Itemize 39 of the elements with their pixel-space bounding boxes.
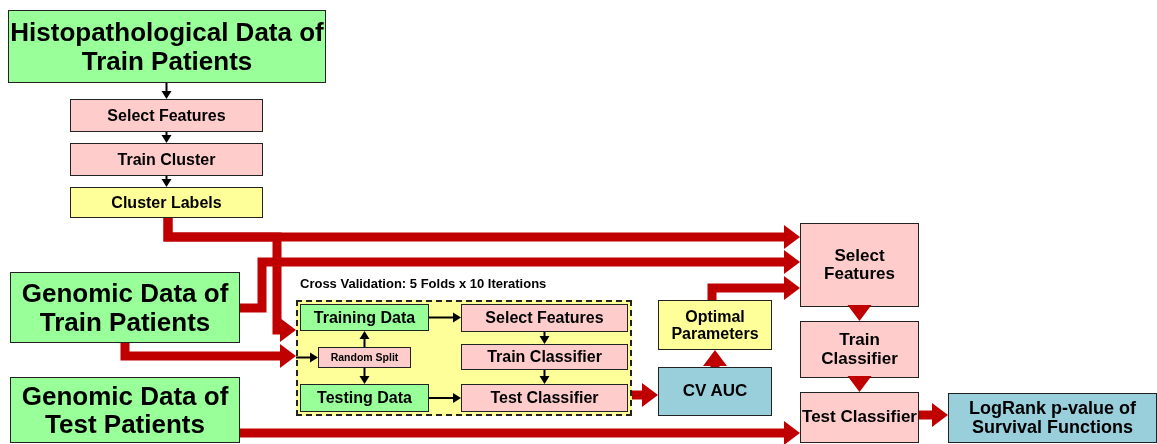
arrow: [703, 350, 727, 367]
process-box: Train Cluster: [70, 143, 263, 176]
arrow: [161, 82, 172, 99]
arrow: [847, 376, 872, 392]
process-box: Random Split: [318, 347, 411, 368]
process-box: Test Classifier: [800, 392, 919, 443]
data-box: Genomic Data of Test Patients: [10, 377, 240, 443]
arrow: [295, 352, 318, 363]
process-box: Train Classifier: [800, 321, 919, 378]
data-box: Training Data: [300, 304, 429, 331]
result-box: LogRank p-value of Survival Functions: [948, 393, 1157, 443]
process-box: Select Features: [800, 223, 919, 307]
process-box: Test Classifier: [461, 384, 628, 412]
output-box: Cluster Labels: [70, 187, 263, 218]
process-box: Select Features: [461, 304, 628, 332]
arrow: [428, 393, 461, 403]
arrow: [240, 421, 800, 444]
arrow: [707, 276, 800, 300]
data-box: Testing Data: [300, 384, 429, 412]
arrow: [539, 369, 550, 384]
process-box: Select Features: [70, 99, 263, 132]
arrow: [240, 250, 800, 313]
arrow: [919, 403, 948, 427]
output-box: Optimal Parameters: [658, 300, 772, 350]
data-box: Genomic Data of Train Patients: [10, 272, 240, 343]
arrow: [163, 218, 296, 342]
group-title: Cross Validation: 5 Folds x 10 Iterations: [300, 276, 547, 291]
arrow: [359, 367, 370, 384]
arrow: [359, 331, 370, 348]
arrow: [632, 383, 658, 407]
arrow: [847, 305, 872, 321]
arrow: [161, 175, 172, 187]
result-box: CV AUC: [658, 367, 772, 416]
data-box: Histopathological Data of Train Patients: [8, 10, 326, 83]
arrow: [120, 343, 296, 368]
arrow: [539, 331, 550, 344]
process-box: Train Classifier: [461, 344, 628, 370]
arrow: [428, 312, 461, 323]
arrow: [161, 131, 172, 143]
